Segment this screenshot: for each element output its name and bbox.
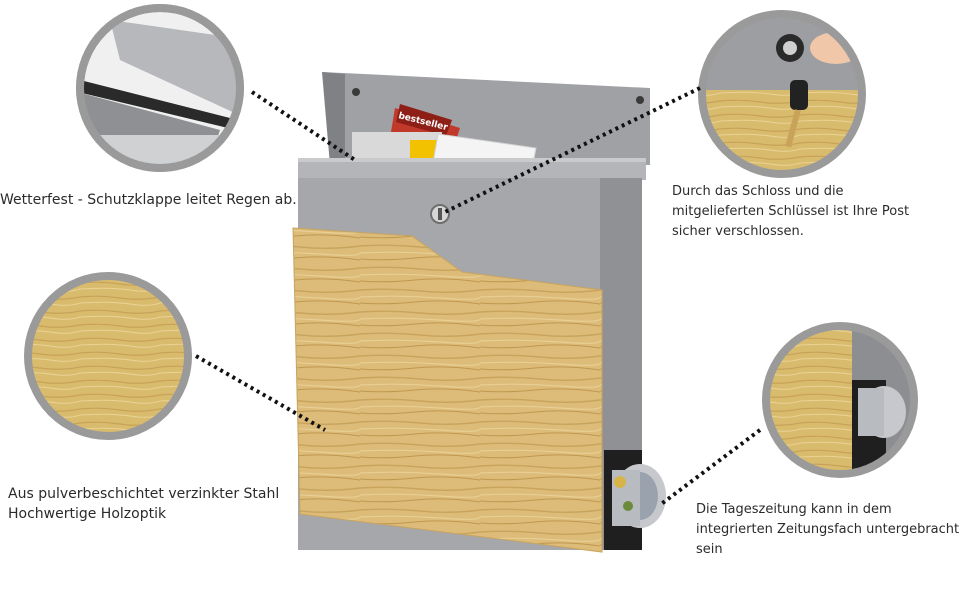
connector-newspaper [658,428,762,507]
detail-lid-circle [76,4,244,172]
lid-rivet [352,88,360,96]
mailbox: bestseller [292,72,666,553]
connector-lines [195,86,762,507]
caption-weatherproof: Wetterfest - Schutzklappe leitet Regen a… [0,192,297,208]
detail-newspaper-circle [762,322,918,478]
caption-newspaper: Die Tageszeitung kann in dem integrierte… [696,502,960,557]
top-rim [298,158,646,180]
connector-lock [444,86,701,214]
caption-lock: Durch das Schloss und die mitgelieferten… [672,184,910,239]
detail-key-circle [698,10,866,178]
caption-material: Aus pulverbeschichtet verzinkter Stahl H… [8,486,280,522]
wood-front-panel [292,227,603,553]
detail-wood-circle [24,272,192,440]
lid-rivet [636,96,644,104]
newspaper-roll [612,464,666,528]
